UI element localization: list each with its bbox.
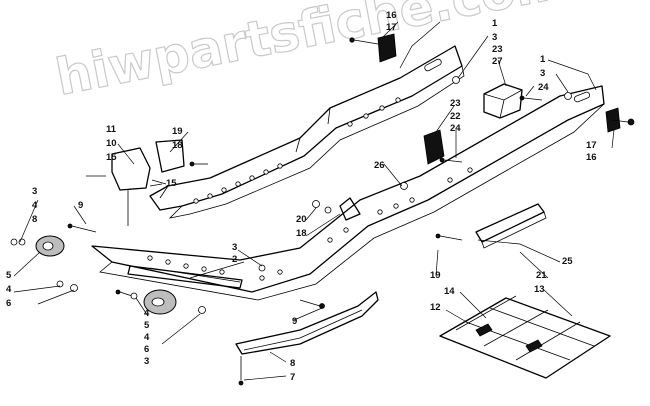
callout-23-top: 23 bbox=[492, 44, 503, 55]
callout-3-top: 3 bbox=[492, 32, 497, 43]
hardware-bolts bbox=[67, 37, 635, 386]
callout-22: 22 bbox=[450, 111, 461, 122]
callout-20: 20 bbox=[296, 214, 307, 225]
callout-15-left: 15 bbox=[106, 152, 117, 163]
callout-4-center: 4 bbox=[144, 308, 150, 319]
callout-7: 7 bbox=[290, 372, 295, 383]
callout-1-top: 1 bbox=[492, 18, 498, 29]
cross-shaft bbox=[127, 265, 243, 289]
mount-block-upper bbox=[377, 33, 621, 165]
callout-16-right: 16 bbox=[586, 152, 597, 163]
callout-2: 2 bbox=[232, 254, 237, 265]
callout-18-top: 18 bbox=[172, 140, 183, 151]
lower-slide-rail bbox=[91, 85, 605, 301]
callout-6-left: 6 bbox=[6, 298, 11, 309]
callout-13: 13 bbox=[534, 284, 545, 295]
callout-9-bottom: 9 bbox=[292, 316, 297, 327]
callout-3-right: 3 bbox=[540, 68, 545, 79]
callout-19-bottom: 19 bbox=[430, 270, 441, 281]
callout-18-mid: 18 bbox=[296, 228, 307, 239]
callout-5-left: 5 bbox=[6, 270, 12, 281]
callout-26: 26 bbox=[374, 160, 385, 171]
callout-5-center: 5 bbox=[144, 320, 150, 331]
callout-12: 12 bbox=[430, 302, 441, 313]
callout-24-mid: 24 bbox=[450, 123, 461, 134]
idler-bracket-27 bbox=[483, 83, 523, 119]
callout-9-top: 9 bbox=[78, 200, 83, 211]
callout-25: 25 bbox=[562, 256, 573, 267]
callout-21: 21 bbox=[536, 270, 547, 281]
upper-slide-rail bbox=[149, 45, 465, 219]
callout-3-left: 3 bbox=[32, 186, 37, 197]
callout-4-center-low: 4 bbox=[144, 332, 150, 343]
callout-10: 10 bbox=[106, 138, 117, 149]
track-section bbox=[439, 295, 611, 379]
lower-rail-holes bbox=[147, 167, 473, 281]
callout-17-right: 17 bbox=[586, 140, 597, 151]
callout-3-center: 3 bbox=[144, 356, 149, 367]
callout-19-top: 19 bbox=[172, 126, 183, 137]
callout-4-lower-left: 4 bbox=[6, 284, 12, 295]
front-slider-runner bbox=[235, 291, 379, 355]
callout-23-mid: 23 bbox=[450, 98, 461, 109]
callout-labels: 16 17 1 3 23 27 24 1 3 23 22 24 17 16 11… bbox=[6, 10, 597, 383]
callout-17-top: 17 bbox=[386, 22, 397, 33]
callout-11: 11 bbox=[106, 124, 117, 135]
idler-wheel-left bbox=[35, 235, 65, 257]
callout-24-top: 24 bbox=[538, 82, 549, 93]
hardware-nuts bbox=[10, 76, 572, 314]
wear-strip bbox=[475, 203, 547, 249]
idler-wheel-center bbox=[143, 289, 177, 315]
callout-1-right: 1 bbox=[540, 54, 546, 65]
callout-3-mid: 3 bbox=[232, 242, 237, 253]
callout-14: 14 bbox=[444, 286, 455, 297]
callout-4-left: 4 bbox=[32, 200, 38, 211]
front-arm-bracket bbox=[111, 139, 361, 221]
callout-6-center: 6 bbox=[144, 344, 149, 355]
upper-rail-holes bbox=[193, 97, 401, 204]
leader-lines bbox=[13, 21, 615, 381]
callout-15-right: 15 bbox=[166, 178, 177, 189]
callout-16-top: 16 bbox=[386, 10, 397, 21]
callout-27: 27 bbox=[492, 56, 503, 67]
callout-8-bottom: 8 bbox=[290, 358, 295, 369]
callout-8-left: 8 bbox=[32, 214, 37, 225]
